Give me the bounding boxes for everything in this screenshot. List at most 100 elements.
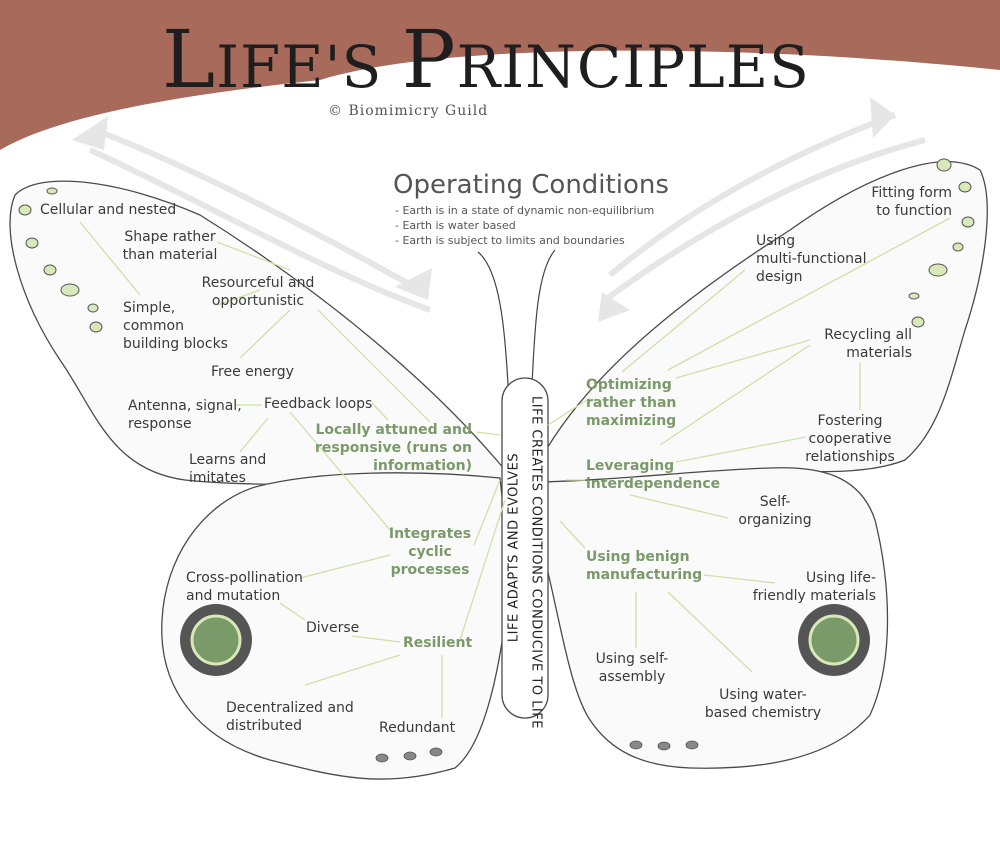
- sub-line: Fitting form: [871, 185, 952, 201]
- sub-line: than material: [122, 247, 218, 263]
- header-banner: [0, 0, 1000, 150]
- sub-line: Decentralized and: [226, 700, 354, 716]
- sub-self-organizing: Self- organizing: [725, 493, 825, 529]
- sub-line: Recycling all: [824, 327, 912, 343]
- principle-locally-attuned: Locally attuned and responsive (runs on …: [300, 421, 472, 475]
- sub-line: building blocks: [123, 336, 228, 352]
- sub-fitting-form-function: Fitting form to function: [840, 184, 952, 220]
- right-lower-wing: [539, 467, 889, 769]
- wing-tail-spots: [375, 740, 699, 763]
- sub-line: Resourceful and: [201, 275, 315, 291]
- principle-line: responsive (runs on: [315, 440, 472, 456]
- butterfly-body: [501, 377, 549, 719]
- page-title: LIFE'S PRINCIPLES: [162, 20, 810, 107]
- principle-line: cyclic: [408, 544, 452, 560]
- principle-integrates-cyclic: Integrates cyclic processes: [378, 525, 482, 579]
- sub-water-based-chemistry: Using water- based chemistry: [700, 686, 826, 722]
- sub-antenna-signal-response: Antenna, signal, response: [128, 397, 242, 433]
- sub-line: friendly materials: [752, 588, 876, 604]
- eyespot-right: [798, 604, 870, 676]
- left-lower-wing: [161, 472, 511, 780]
- sub-redundant: Redundant: [379, 720, 456, 736]
- sub-line: Using self-: [595, 651, 669, 667]
- sub-line: to function: [876, 203, 952, 219]
- sub-line: Using water-: [719, 687, 807, 703]
- arrow-head-upper-right: [870, 97, 895, 138]
- arrow-head-lower-left: [395, 268, 432, 300]
- sub-simple-building-blocks: Simple, common building blocks: [123, 299, 228, 353]
- operating-condition-item: - Earth is in a state of dynamic non-equ…: [395, 204, 655, 217]
- operating-condition-item: - Earth is water based: [395, 219, 516, 232]
- sub-self-assembly: Using self- assembly: [586, 650, 678, 686]
- sub-line: Antenna, signal,: [128, 398, 242, 414]
- sub-line: opportunistic: [211, 293, 305, 309]
- principle-line: manufacturing: [586, 567, 703, 583]
- principle-resilient: Resilient: [403, 635, 473, 651]
- sub-line: Learns and: [189, 452, 267, 468]
- sub-line: Self-: [759, 494, 791, 510]
- sub-line: multi-functional: [756, 251, 867, 267]
- sub-line: organizing: [738, 512, 812, 528]
- sub-line: and mutation: [186, 588, 281, 604]
- principle-line: Optimizing: [586, 377, 672, 393]
- body-label-adapts: Life adapts and evolves: [506, 452, 522, 643]
- arrow-head-upper-left: [72, 116, 108, 150]
- sub-line: Using life-: [805, 570, 876, 586]
- sub-learns-imitates: Learns and imitates: [189, 451, 266, 487]
- sub-line: common: [123, 318, 184, 334]
- principle-line: Leveraging: [586, 458, 675, 474]
- principle-benign-manufacturing: Using benign manufacturing: [586, 548, 702, 584]
- sub-cellular-nested: Cellular and nested: [40, 202, 177, 218]
- sub-line: response: [128, 416, 192, 432]
- sub-line: Cross-pollination: [186, 570, 303, 586]
- sub-line: design: [756, 269, 803, 285]
- sub-shape-rather-than-material: Shape rather than material: [118, 228, 222, 264]
- principle-line: Locally attuned and: [315, 422, 472, 438]
- arrow-head-lower-right: [598, 292, 630, 322]
- antenna-right: [531, 249, 556, 386]
- eyespot-left: [180, 604, 252, 676]
- sub-life-friendly-materials: Using life- friendly materials: [746, 569, 876, 605]
- sub-line: relationships: [805, 449, 895, 465]
- title-rest-1: IFE'S: [216, 33, 402, 101]
- principle-optimizing: Optimizing rather than maximizing: [586, 376, 676, 430]
- principle-line: interdependence: [586, 476, 721, 492]
- sub-line: distributed: [226, 718, 302, 734]
- sub-resourceful-opportunistic: Resourceful and opportunistic: [196, 274, 320, 310]
- sub-feedback-loops: Feedback loops: [264, 396, 373, 412]
- sub-recycling-materials: Recycling all materials: [800, 326, 912, 362]
- principle-line: maximizing: [586, 413, 677, 429]
- principle-line: rather than: [586, 395, 677, 411]
- sub-diverse: Diverse: [306, 620, 360, 636]
- sub-line: Shape rather: [124, 229, 216, 245]
- antenna-left: [477, 251, 509, 386]
- sub-line: cooperative: [808, 431, 892, 447]
- principle-line: Integrates: [388, 526, 472, 542]
- connector-lines: [79, 217, 951, 718]
- principle-line: processes: [390, 562, 470, 578]
- principle-line: information): [373, 458, 472, 474]
- sub-line: based chemistry: [704, 705, 822, 721]
- title-initial-l: L: [162, 13, 217, 106]
- sub-free-energy: Free energy: [211, 364, 294, 380]
- sub-cross-pollination: Cross-pollination and mutation: [186, 569, 303, 605]
- cycle-arrows: [88, 112, 926, 313]
- sub-multi-functional-design: Using multi-functional design: [756, 232, 867, 286]
- operating-conditions-title: Operating Conditions: [393, 170, 669, 200]
- principle-leveraging: Leveraging interdependence: [586, 457, 720, 493]
- wing-spots-left: [18, 187, 103, 333]
- wing-spots-right: [908, 158, 975, 328]
- sub-line: Using: [756, 233, 796, 249]
- sub-line: Fostering: [817, 413, 883, 429]
- sub-line: materials: [846, 345, 912, 361]
- sub-line: imitates: [189, 470, 246, 486]
- page-subtitle: © Biomimicry Guild: [328, 103, 489, 119]
- sub-fostering-cooperative: Fostering cooperative relationships: [800, 412, 900, 466]
- principle-line: Using benign: [586, 549, 690, 565]
- sub-line: Simple,: [123, 300, 176, 316]
- operating-condition-item: - Earth is subject to limits and boundar…: [395, 234, 625, 247]
- sub-line: assembly: [598, 669, 666, 685]
- body-label-creates: Life creates conditions conducive to lif…: [528, 396, 544, 729]
